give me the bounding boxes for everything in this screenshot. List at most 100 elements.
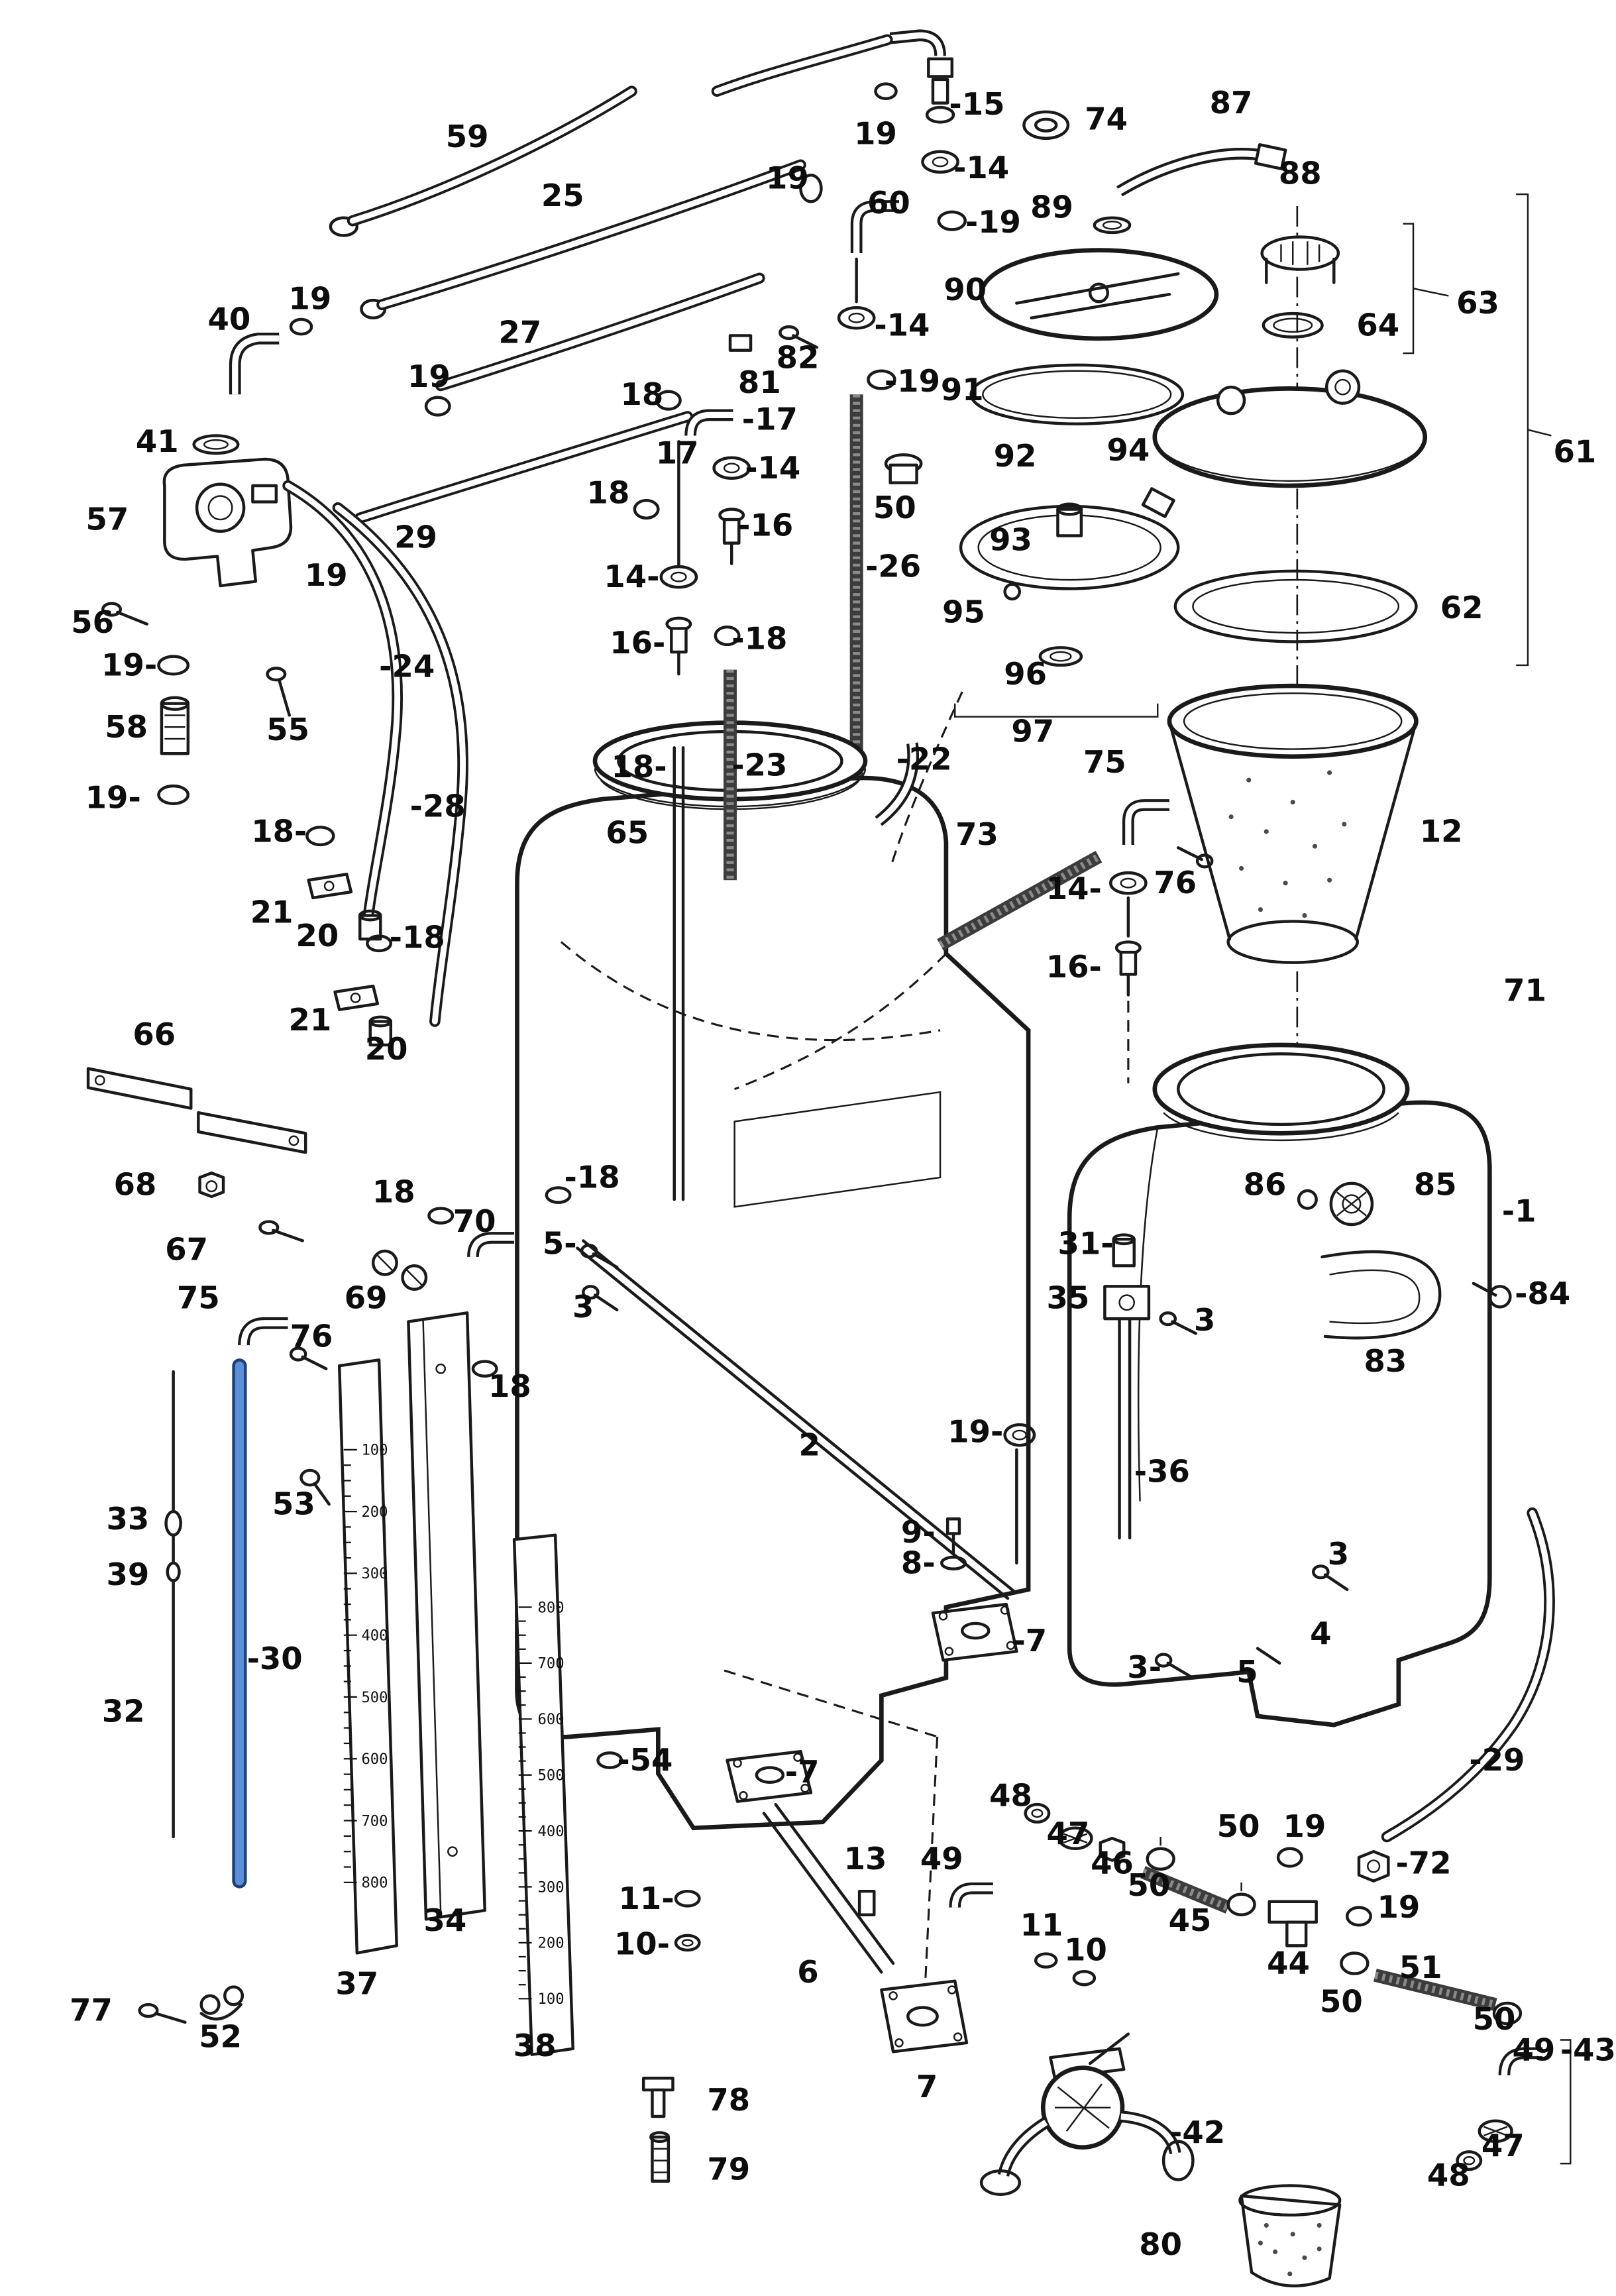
outlet-flanges-and-pipe xyxy=(596,1602,1097,2053)
scale-number: 600 xyxy=(538,1711,565,1728)
part-label-23: -23 xyxy=(731,747,787,783)
part-label-39: 39 xyxy=(107,1557,150,1592)
part-label-58: 58 xyxy=(105,709,148,745)
scale-number: 600 xyxy=(361,1751,388,1768)
scale-number: 100 xyxy=(361,1442,388,1459)
scale-number: 500 xyxy=(361,1689,388,1706)
spray-bar-fittings-69-70 xyxy=(371,1186,619,1378)
part-label-44: 44 xyxy=(1267,1945,1310,1981)
part-label-83: 83 xyxy=(1364,1343,1407,1379)
part-label-19: 19 xyxy=(1283,1808,1326,1844)
part-label-15: -15 xyxy=(949,86,1004,122)
part-label-17: -17 xyxy=(742,402,798,437)
part-label-54: -54 xyxy=(617,1742,673,1778)
part-label-87: 87 xyxy=(1210,85,1253,121)
part-label-19: -19 xyxy=(965,204,1021,240)
part-label-20: 20 xyxy=(296,918,339,954)
part-label-14: 14- xyxy=(1046,871,1102,906)
part-label-92: 92 xyxy=(994,438,1037,474)
part-label-25: 25 xyxy=(541,178,584,213)
part-label-21: 21 xyxy=(288,1002,331,1038)
part-label-18: 18 xyxy=(587,475,630,511)
part-label-76: 76 xyxy=(290,1318,333,1354)
part-label-70: 70 xyxy=(453,1203,496,1239)
part-label-93: 93 xyxy=(989,522,1032,558)
part-label-43: -43 xyxy=(1560,2032,1616,2068)
part-label-68: 68 xyxy=(114,1167,157,1203)
hose-bundle-top-left xyxy=(329,85,823,524)
part-label-3: 3- xyxy=(1127,1649,1161,1685)
part-label-22: -22 xyxy=(896,741,952,777)
part-label-3: 3 xyxy=(572,1289,594,1325)
part-label-7: -7 xyxy=(785,1754,820,1790)
part-label-82: 82 xyxy=(777,339,820,375)
part-label-75: 75 xyxy=(177,1280,220,1316)
part-label-19: 19 xyxy=(407,358,451,394)
plug-78-79 xyxy=(641,2077,674,2183)
part-label-94: 94 xyxy=(1106,432,1150,468)
part-label-24: -24 xyxy=(379,649,435,684)
part-label-46: 46 xyxy=(1091,1845,1134,1881)
part-label-12: 12 xyxy=(1420,813,1463,849)
scale-number: 800 xyxy=(361,1875,388,1892)
part-label-77: 77 xyxy=(70,1993,113,2028)
part-label-19: 19 xyxy=(305,557,348,593)
scale-number: 400 xyxy=(538,1823,565,1840)
part-label-40: 40 xyxy=(208,301,251,337)
part-label-36: -36 xyxy=(1134,1454,1190,1490)
part-label-19: 19- xyxy=(101,647,157,683)
part-label-2: 2 xyxy=(799,1427,820,1463)
scale-number: 300 xyxy=(538,1879,565,1896)
part-label-9: 9- xyxy=(901,1514,936,1550)
hose-73-elbow-75 xyxy=(937,799,1214,1083)
measuring-plate-34 xyxy=(407,1311,486,1921)
part-label-75: 75 xyxy=(1083,744,1126,780)
part-label-19: -19 xyxy=(885,363,940,399)
part-label-47: 47 xyxy=(1047,1816,1090,1851)
part-label-60: 60 xyxy=(867,185,910,221)
part-label-67: 67 xyxy=(165,1231,208,1267)
scale-number: 200 xyxy=(538,1935,565,1952)
part-label-18: 18- xyxy=(251,813,307,849)
part-label-16: -16 xyxy=(737,507,793,543)
scale-number: 500 xyxy=(538,1767,565,1784)
part-label-18: -18 xyxy=(565,1159,620,1195)
scale-number: 400 xyxy=(361,1627,388,1644)
part-label-64: 64 xyxy=(1356,307,1399,343)
part-label-5: 5- xyxy=(543,1225,577,1261)
part-label-31: 31- xyxy=(1058,1225,1114,1261)
part-label-7: 7 xyxy=(916,2069,938,2105)
part-label-10: 10 xyxy=(1064,1932,1107,1968)
part-label-86: 86 xyxy=(1244,1167,1287,1203)
lid-assembly xyxy=(954,143,1552,718)
part-label-84: -84 xyxy=(1515,1276,1570,1311)
mount-rails-66 xyxy=(86,1067,307,1242)
part-label-19: 19- xyxy=(85,779,141,815)
part-label-20: 20 xyxy=(365,1031,408,1067)
scale-number: 100 xyxy=(538,1991,565,2008)
scale-number: 300 xyxy=(361,1565,388,1582)
part-label-81: 81 xyxy=(738,364,781,400)
part-label-18: 18 xyxy=(372,1174,415,1210)
part-label-18: 18 xyxy=(621,376,664,412)
part-label-57: 57 xyxy=(85,502,129,537)
suction-elbow-75-left xyxy=(238,1317,331,1506)
part-label-63: 63 xyxy=(1456,285,1499,321)
part-label-55: 55 xyxy=(266,712,309,747)
part-label-30: -30 xyxy=(247,1641,303,1676)
part-label-19: 19 xyxy=(1377,1889,1420,1925)
elbow-60-tube-26 xyxy=(837,200,923,813)
part-label-72: -72 xyxy=(1395,1845,1451,1881)
part-label-91: 91 xyxy=(941,372,984,408)
part-label-51: 51 xyxy=(1399,1949,1442,1985)
part-label-17: 17 xyxy=(656,435,699,471)
part-label-71: 71 xyxy=(1503,972,1546,1008)
part-label-50: 50 xyxy=(1128,1867,1171,1903)
part-label-50: 50 xyxy=(1473,2001,1516,2037)
part-label-10: 10- xyxy=(614,1926,670,1962)
hoses-24-28 xyxy=(282,480,468,1047)
